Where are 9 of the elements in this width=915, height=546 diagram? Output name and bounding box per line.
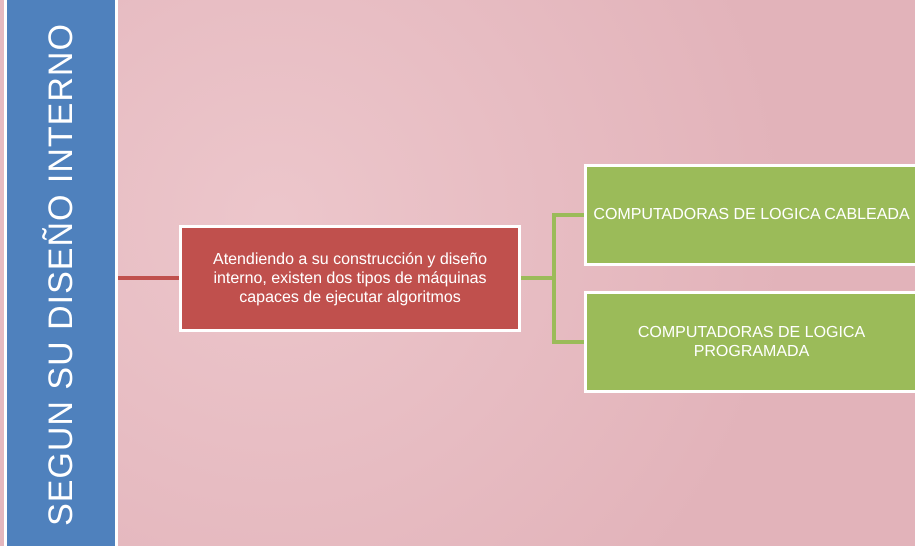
connector-line xyxy=(118,276,179,280)
description-box xyxy=(179,225,521,332)
box-text: Atendiendo a su construcción y diseño interno, existen dos tipos de máquinas capaces de ejecutar algoritmos xyxy=(212,250,488,308)
category-box xyxy=(584,291,915,393)
box-text: COMPUTADORAS DE LOGICA PROGRAMADA xyxy=(636,322,866,362)
band-title: SEGUN SU DISEÑO INTERNO xyxy=(42,22,80,526)
box-text: COMPUTADORAS DE LOGICA CABLEADA xyxy=(593,205,910,225)
category-box xyxy=(584,164,915,266)
title-band xyxy=(4,0,118,546)
